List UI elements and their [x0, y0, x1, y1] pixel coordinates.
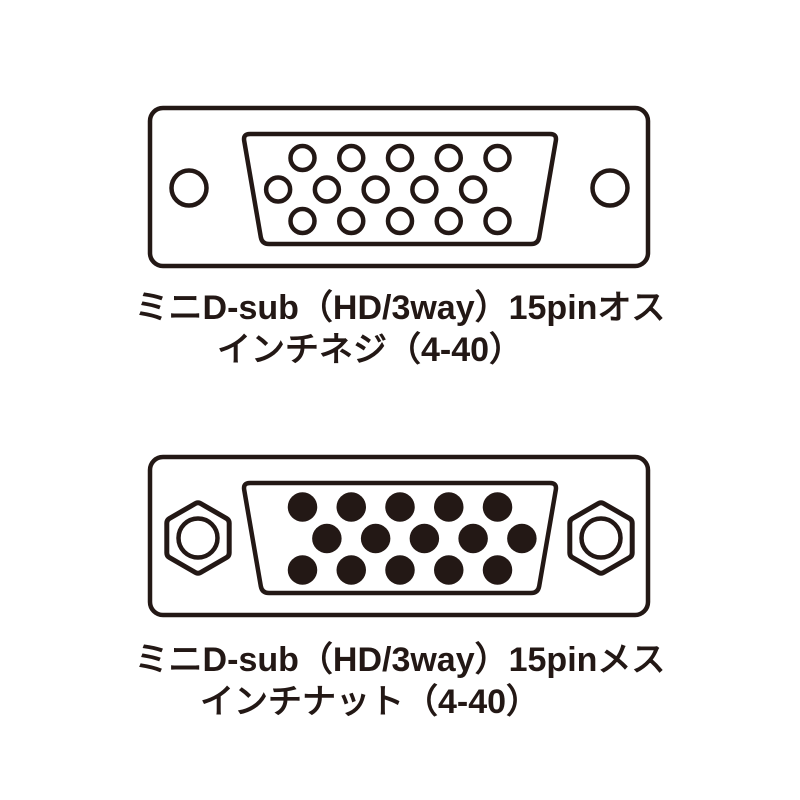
pin	[483, 206, 512, 236]
pin-socket	[287, 492, 318, 522]
female-connector-d-shell	[241, 480, 559, 596]
pin	[337, 143, 366, 173]
female-caption-line1: ミニD-sub（HD/3way）15pinメス	[134, 641, 666, 679]
pin-socket	[385, 492, 415, 522]
pin	[385, 143, 415, 173]
pin-socket	[507, 523, 537, 554]
male-caption-line1: ミニD-sub（HD/3way）15pinオス	[134, 289, 666, 327]
left-hex-nut-hole	[176, 516, 220, 560]
pin	[434, 143, 463, 173]
pin	[410, 175, 439, 204]
pin-socket	[312, 523, 342, 554]
pin-socket	[336, 555, 366, 585]
right-hex-nut-hole	[579, 516, 623, 560]
pin	[263, 175, 293, 204]
pin	[385, 206, 415, 236]
pin	[361, 175, 390, 204]
pin-socket	[482, 492, 513, 522]
pin	[483, 143, 512, 173]
pin	[434, 206, 463, 236]
pin-socket	[458, 523, 488, 554]
pin-socket	[360, 523, 391, 554]
pin	[288, 143, 317, 173]
female-caption-line2: インチナット（4-40）	[199, 683, 541, 721]
male-connector	[147, 105, 651, 269]
pin	[337, 206, 366, 236]
female-connector	[147, 454, 651, 618]
pin	[312, 175, 342, 204]
pin-socket	[385, 555, 415, 585]
pin-socket	[434, 492, 464, 522]
right-screw-hole	[590, 168, 630, 208]
pin-socket	[336, 492, 366, 522]
pin-socket	[434, 555, 464, 585]
pin-socket	[482, 555, 513, 585]
pin-socket	[287, 555, 318, 585]
pin	[288, 206, 317, 236]
male-connector-d-shell	[241, 131, 559, 247]
pin	[458, 175, 488, 204]
left-screw-hole	[169, 168, 209, 208]
male-caption-line2: インチネジ（4-40）	[216, 331, 524, 369]
pin-socket	[409, 523, 440, 554]
